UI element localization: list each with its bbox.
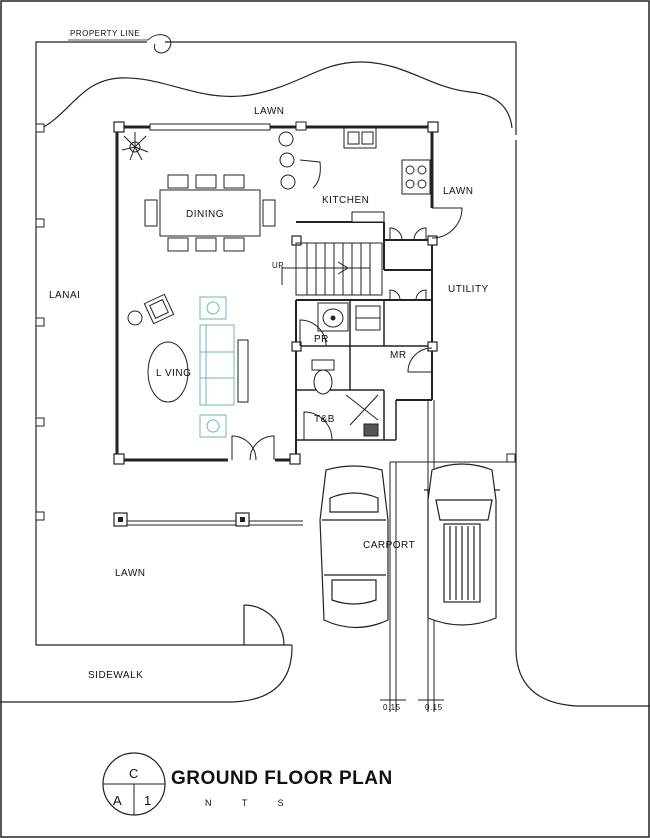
tv-console	[237, 339, 249, 403]
dining-table-icon	[144, 174, 276, 252]
dining-label: DINING	[186, 209, 224, 220]
kitchen-label: KITCHEN	[322, 195, 369, 206]
utility-doors	[389, 227, 427, 301]
tag-top: C	[129, 766, 138, 781]
dim-left-label: 0.15	[383, 703, 401, 712]
stairs	[281, 242, 383, 296]
title-tag: C A 1	[102, 752, 166, 816]
lawn-wavy-edge	[37, 61, 513, 131]
dim-right-label: 0.15	[425, 703, 443, 712]
utility-label: UTILITY	[448, 284, 489, 295]
lawn-top-label: LAWN	[254, 106, 285, 117]
house-walls	[115, 125, 434, 462]
plan-title: GROUND FLOOR PLAN	[171, 768, 393, 789]
tag-bottom-left: A	[113, 793, 122, 808]
suv-car-icon	[424, 463, 500, 626]
tb-label: T&B	[314, 414, 335, 425]
kitchen-fixtures	[278, 121, 431, 223]
plant-icon	[121, 132, 149, 161]
coffee-table	[147, 341, 189, 403]
mr-door-swing	[407, 347, 433, 373]
lanai-beam	[113, 512, 303, 527]
gate-swing	[243, 604, 285, 646]
scale-note: N T S	[205, 798, 298, 808]
pr-label: PR	[314, 334, 329, 345]
up-label: UP	[272, 261, 284, 270]
sedan-car-icon	[319, 465, 389, 629]
living-furniture	[199, 296, 235, 438]
lawn-right-label: LAWN	[443, 186, 474, 197]
lawn-door-swing	[431, 207, 463, 239]
mr-label: MR	[390, 350, 407, 361]
toilet-bath-fixtures	[303, 359, 379, 441]
carport-label: CARPORT	[363, 540, 415, 551]
lawn-bottom-label: LAWN	[115, 568, 146, 579]
property-boundary	[0, 41, 650, 707]
property-line-label: PROPERTY LINE	[70, 29, 140, 38]
house-columns	[113, 121, 439, 465]
powder-room-fixtures	[299, 302, 381, 347]
tag-bottom-right: 1	[144, 793, 151, 808]
window-top	[149, 123, 271, 131]
armchair-icon	[143, 293, 175, 325]
sidewalk-label: SIDEWALK	[88, 670, 143, 681]
site-posts	[35, 123, 516, 521]
living-label: L VING	[156, 368, 191, 379]
lanai-label: LANAI	[49, 290, 80, 301]
property-line-callout: PROPERTY LINE	[68, 29, 172, 54]
entry-door	[231, 435, 275, 461]
side-table	[127, 310, 143, 326]
